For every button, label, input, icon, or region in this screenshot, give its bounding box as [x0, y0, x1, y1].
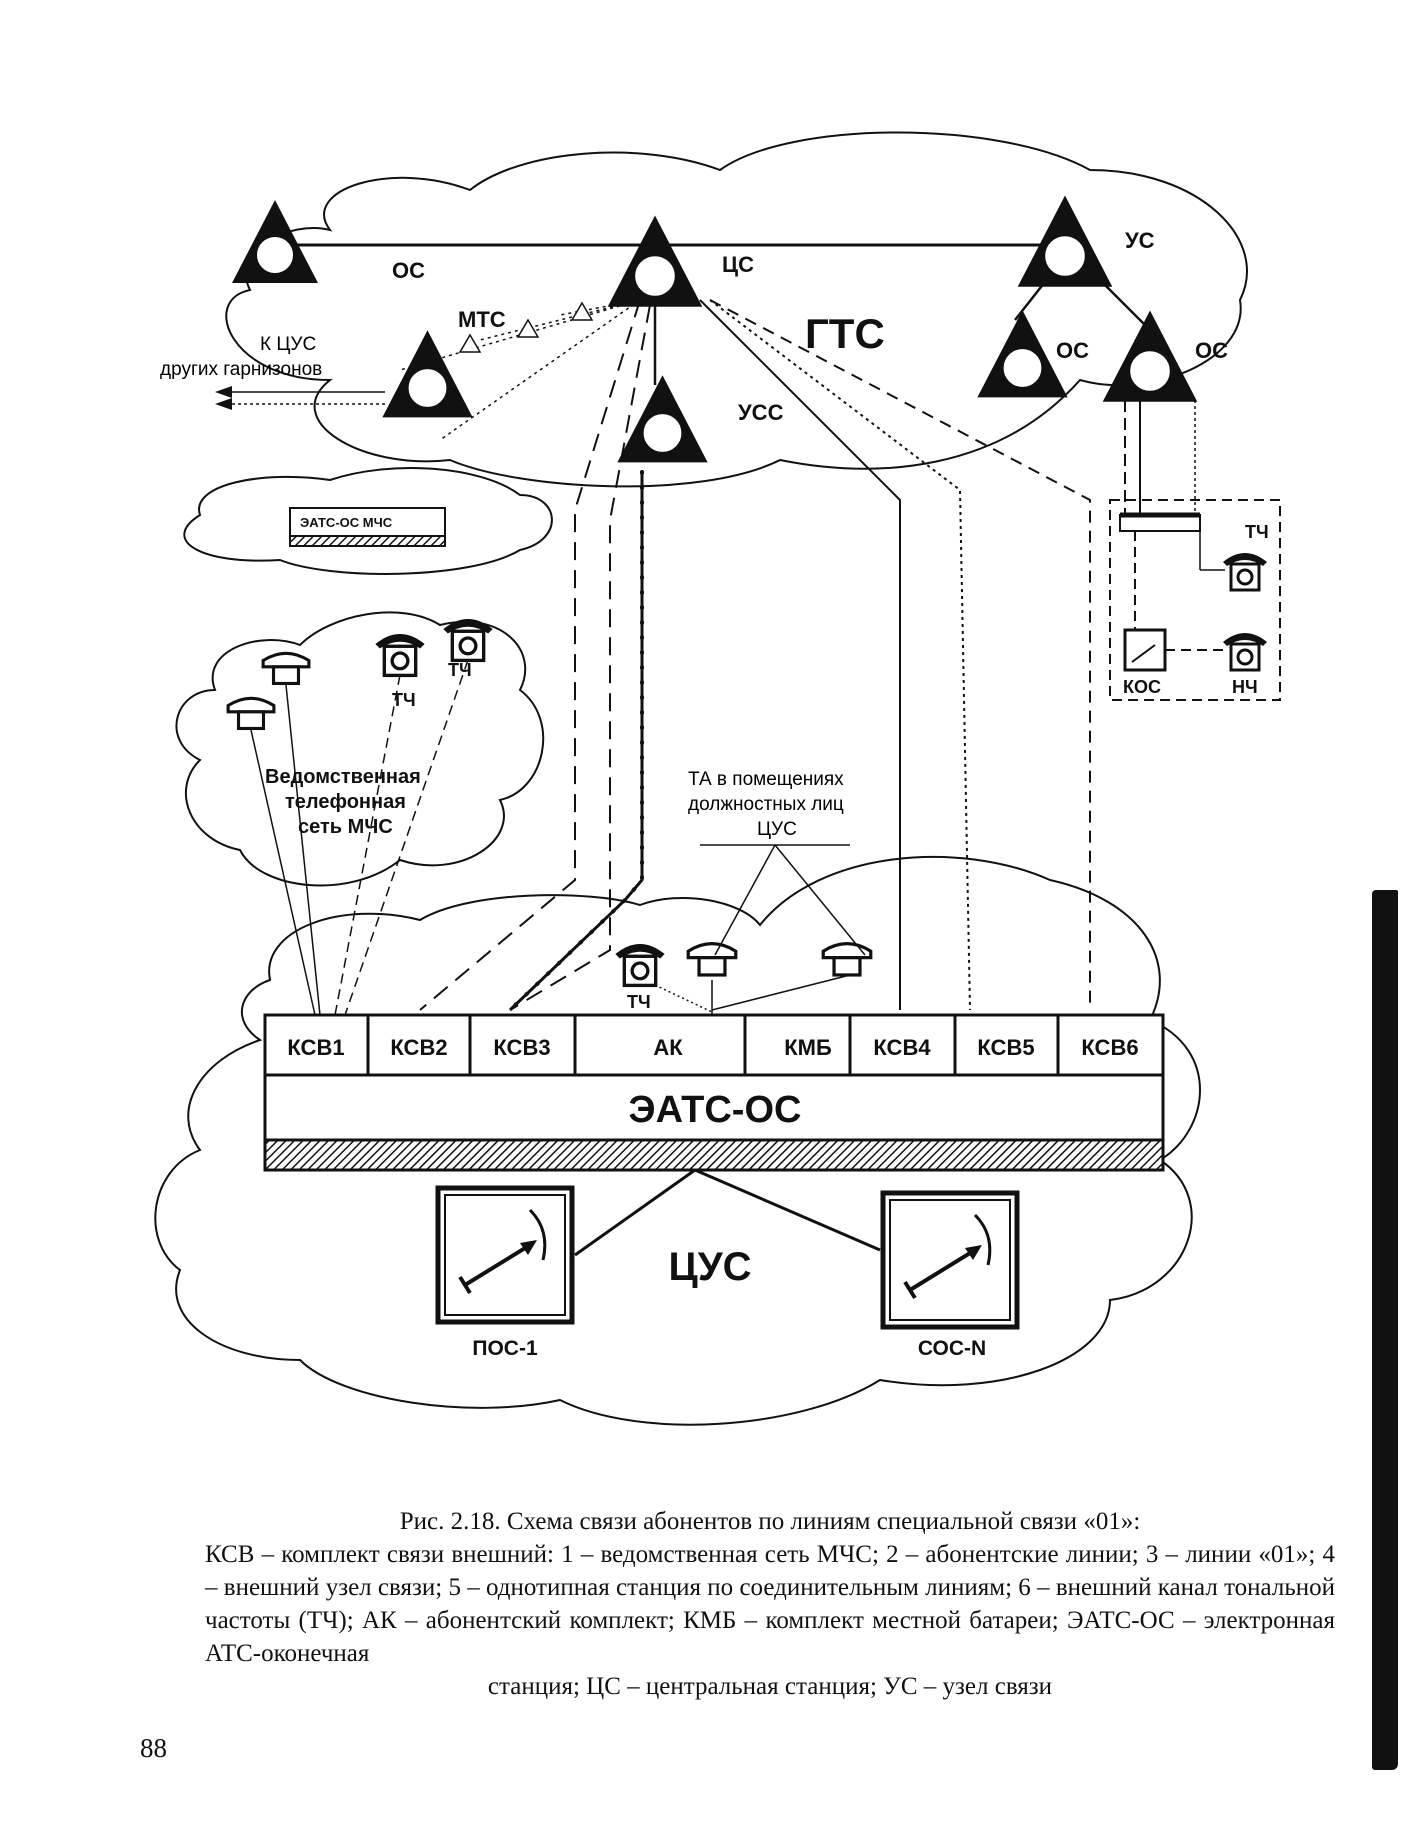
module-ksv4: КСВ4 [873, 1035, 931, 1060]
station-label-eats-os: ЭАТС-ОС [629, 1089, 802, 1131]
label-tch-c: ТЧ [1245, 522, 1269, 542]
caption-last-line: станция; ЦС – центральная станция; УС – … [487, 1673, 1053, 1700]
label-k-cus: К ЦУС [260, 334, 316, 355]
console-label-pos1: ПОС-1 [472, 1337, 538, 1360]
module-ak: АК [653, 1035, 683, 1060]
uss-node-icon [617, 375, 707, 462]
caption-body: КСВ – комплект связи внешний: 1 – ведомс… [205, 1541, 1335, 1667]
os-left-node-icon [230, 198, 320, 285]
node-label-os-right: ОС [1195, 338, 1228, 363]
label-tch-d: ТЧ [627, 992, 651, 1012]
network-label-gts: ГТС [805, 310, 885, 357]
module-ksv5: КСВ5 [977, 1035, 1034, 1060]
module-kmb: КМБ [784, 1035, 832, 1060]
label-ta-line3: ЦУС [757, 819, 797, 840]
os-mid-node-icon [977, 310, 1067, 397]
node-label-uss: УСС [738, 400, 784, 425]
mts-node-icon [382, 330, 472, 417]
eats-os-station [263, 1073, 1165, 1142]
module-ksv2: КСВ2 [390, 1035, 447, 1060]
label-nch: НЧ [1232, 677, 1258, 697]
node-label-os-left: ОС [392, 258, 425, 283]
cocn-console-icon [883, 1193, 1017, 1327]
mts-triangle-1 [458, 333, 482, 353]
gts-cloud [225, 131, 1248, 488]
node-label-os-mid: ОС [1056, 338, 1089, 363]
label-kos: КОС [1123, 677, 1161, 697]
cs-node-icon [608, 216, 703, 307]
pos1-console-icon [438, 1188, 572, 1322]
cus-cloud [154, 855, 1201, 1426]
label-vedom-line3: сеть МЧС [298, 816, 393, 838]
network-label-cus: ЦУС [669, 1245, 752, 1289]
scan-edge-shadow [1372, 890, 1398, 1770]
vedom-cloud [175, 611, 545, 887]
page-number: 88 [140, 1733, 167, 1763]
node-label-cs: ЦС [722, 252, 754, 277]
module-ksv6: КСВ6 [1081, 1035, 1138, 1060]
label-ta-line2: должностных лиц [688, 794, 844, 815]
eats-mchs-block [289, 507, 446, 537]
label-eats-mchs: ЭАТС-ОС МЧС [300, 515, 393, 530]
label-vedom-line1: Ведомственная [265, 766, 421, 788]
console-label-cocn: СОС-N [918, 1337, 986, 1360]
eats-os-hatched-base [263, 1138, 1165, 1172]
caption-title: Рис. 2.18. Схема связи абонентов по лини… [399, 1508, 1141, 1535]
label-tch-a: ТЧ [392, 690, 416, 710]
module-rack [263, 1013, 1165, 1172]
module-ksv1: КСВ1 [287, 1035, 344, 1060]
node-label-mts: МТС [458, 307, 506, 332]
node-label-us: УС [1125, 228, 1155, 253]
os-right-node-icon [1103, 311, 1198, 402]
mts-triangle-3 [570, 301, 594, 321]
eats-mchs-cloud [183, 467, 553, 575]
label-tch-b: ТЧ [448, 660, 472, 680]
label-vedom-line2: телефонная [285, 791, 406, 813]
mts-triangle-2 [516, 318, 540, 338]
communication-scheme-diagram: ОС ЦС УС МТС УСС ОС ОС ГТС К ЦУС других … [154, 131, 1281, 1426]
figure-caption: Рис. 2.18. Схема связи абонентов по лини… [205, 1505, 1335, 1703]
module-ksv3: КСВ3 [493, 1035, 550, 1060]
kos-dashed-box [1109, 499, 1281, 701]
us-node-icon [1018, 196, 1113, 287]
label-ta-line1: ТА в помещениях [688, 769, 844, 790]
kos-console-icon [1123, 628, 1167, 672]
label-other-garrisons: других гарнизонов [160, 359, 322, 380]
